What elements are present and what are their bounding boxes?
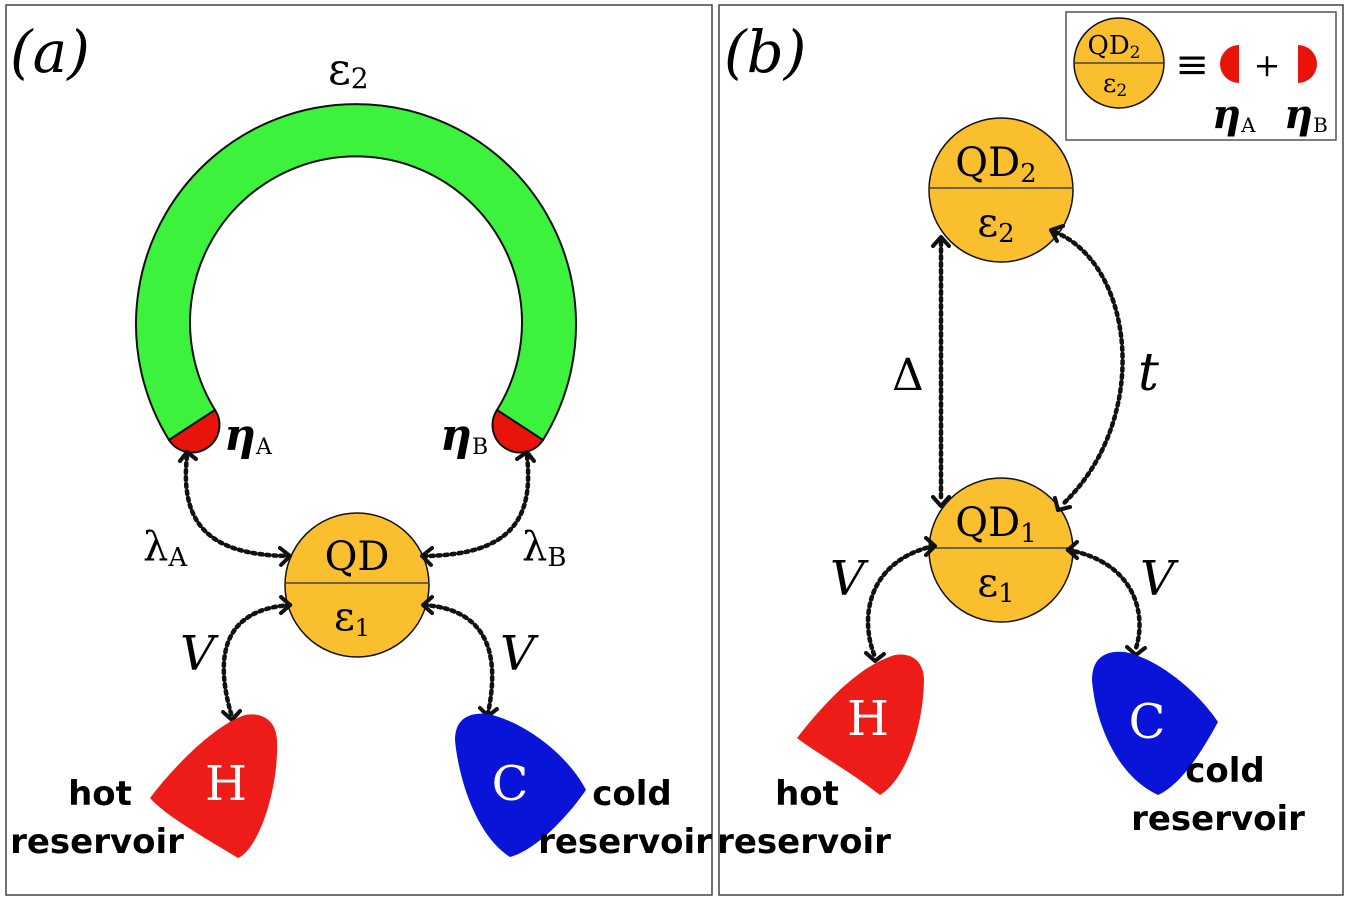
eta-a-label: ηA [224,410,273,461]
panel-a: (a) ε2 ηA ηB QD ε1 λA λB V V H [5,4,713,896]
arrowhead-qd-right-bottom [421,595,434,615]
cold-reservoir-letter: C [492,756,529,812]
ring-energy-label: ε2 [328,44,369,95]
arrowhead-delta-bottom [931,495,951,508]
arrowhead-eta-b [515,450,536,463]
coupling-v-hot-b: V [830,551,869,607]
quantum-dot [284,512,430,658]
quantum-dot-title: QD [325,534,390,580]
cold-reservoir-caption-line1: cold [592,774,672,814]
lambda-a-label: λA [143,524,188,573]
cold-reservoir-b-caption-line2: reservoir [1131,799,1305,839]
hot-reservoir-caption-line2: reservoir [10,822,184,862]
coupling-v-cold-b: V [1140,551,1179,607]
cold-reservoir-b [1092,651,1218,795]
legend-dot-title: QD2 [1088,31,1141,63]
arrowhead-qd-left-top [278,546,292,567]
lambda-b-label: λB [522,524,566,573]
connector-t [1052,229,1125,508]
legend-box: QD2 ε2 ≡ + ηA ηB [1065,11,1337,141]
quantum-dot-2-energy: ε2 [977,200,1014,249]
arrowhead-hot [221,709,242,722]
majorana-b-mode [491,408,545,454]
arrowhead-qd1-left [924,536,937,557]
arrowhead-hot-b [864,651,886,663]
connector-v-cold [421,602,495,716]
hot-reservoir-letter: H [205,756,247,812]
connector-lambda-a [183,453,291,559]
quantum-dot-2-title: QD2 [955,140,1036,189]
majorana-a-mode [167,408,221,454]
quantum-dot-1-energy: ε1 [977,560,1014,609]
connector-v-cold-b [1065,547,1142,654]
quantum-dot-2 [928,117,1074,263]
cold-reservoir-b-caption-line1: cold [1185,751,1265,791]
panel-b: (b) QD2 ε2 ≡ + ηA ηB QD2 ε2 QD1 ε1 [717,4,1344,896]
legend-eta-a: ηA [1212,91,1256,138]
eta-b-label: ηB [440,410,488,461]
quantum-dot-energy: ε1 [334,594,370,642]
hot-reservoir [150,714,278,858]
connector-lambda-b [421,453,531,559]
arrowhead-cold-b [1125,645,1147,657]
coupling-v-hot: V [180,626,219,682]
arrowhead-eta-a [178,450,198,463]
cold-reservoir-caption-line2: reservoir [538,822,712,862]
connector-v-hot-b [865,543,937,660]
coupling-delta-label: Δ [892,350,924,401]
panel-b-frame [718,4,1344,896]
arrowhead-qd1-right [1066,540,1079,560]
connector-v-hot [221,602,293,720]
legend-equiv-sign: ≡ [1175,42,1209,88]
panel-a-label: (a) [10,18,90,86]
quantum-dot-1-title: QD1 [955,500,1036,549]
hot-reservoir-b-letter: H [847,691,889,747]
cold-reservoir [455,713,586,857]
legend-dot-energy: ε2 [1103,69,1127,101]
legend-majorana-b [1298,45,1317,83]
legend-eta-b: ηB [1284,91,1328,138]
ring-wire [135,103,577,442]
hot-reservoir-b-caption-line1: hot [775,774,839,814]
hot-reservoir-b-caption-line2: reservoir [717,822,891,862]
legend-majorana-a [1220,45,1239,83]
coupling-v-cold: V [500,626,539,682]
hot-reservoir-b [797,654,924,795]
arrowhead-qd-left-bottom [279,595,292,615]
arrowhead-t-bottom [1053,496,1072,512]
hot-reservoir-caption-line1: hot [68,774,132,814]
arrowhead-delta-top [931,235,951,248]
legend-plus-sign: + [1254,46,1281,84]
arrowhead-qd-right-top [420,546,434,567]
cold-reservoir-b-letter: C [1129,694,1166,750]
panel-a-frame [5,4,713,896]
arrowhead-t-top [1049,224,1065,243]
coupling-t-label: t [1138,343,1159,403]
panel-b-label: (b) [724,18,806,86]
